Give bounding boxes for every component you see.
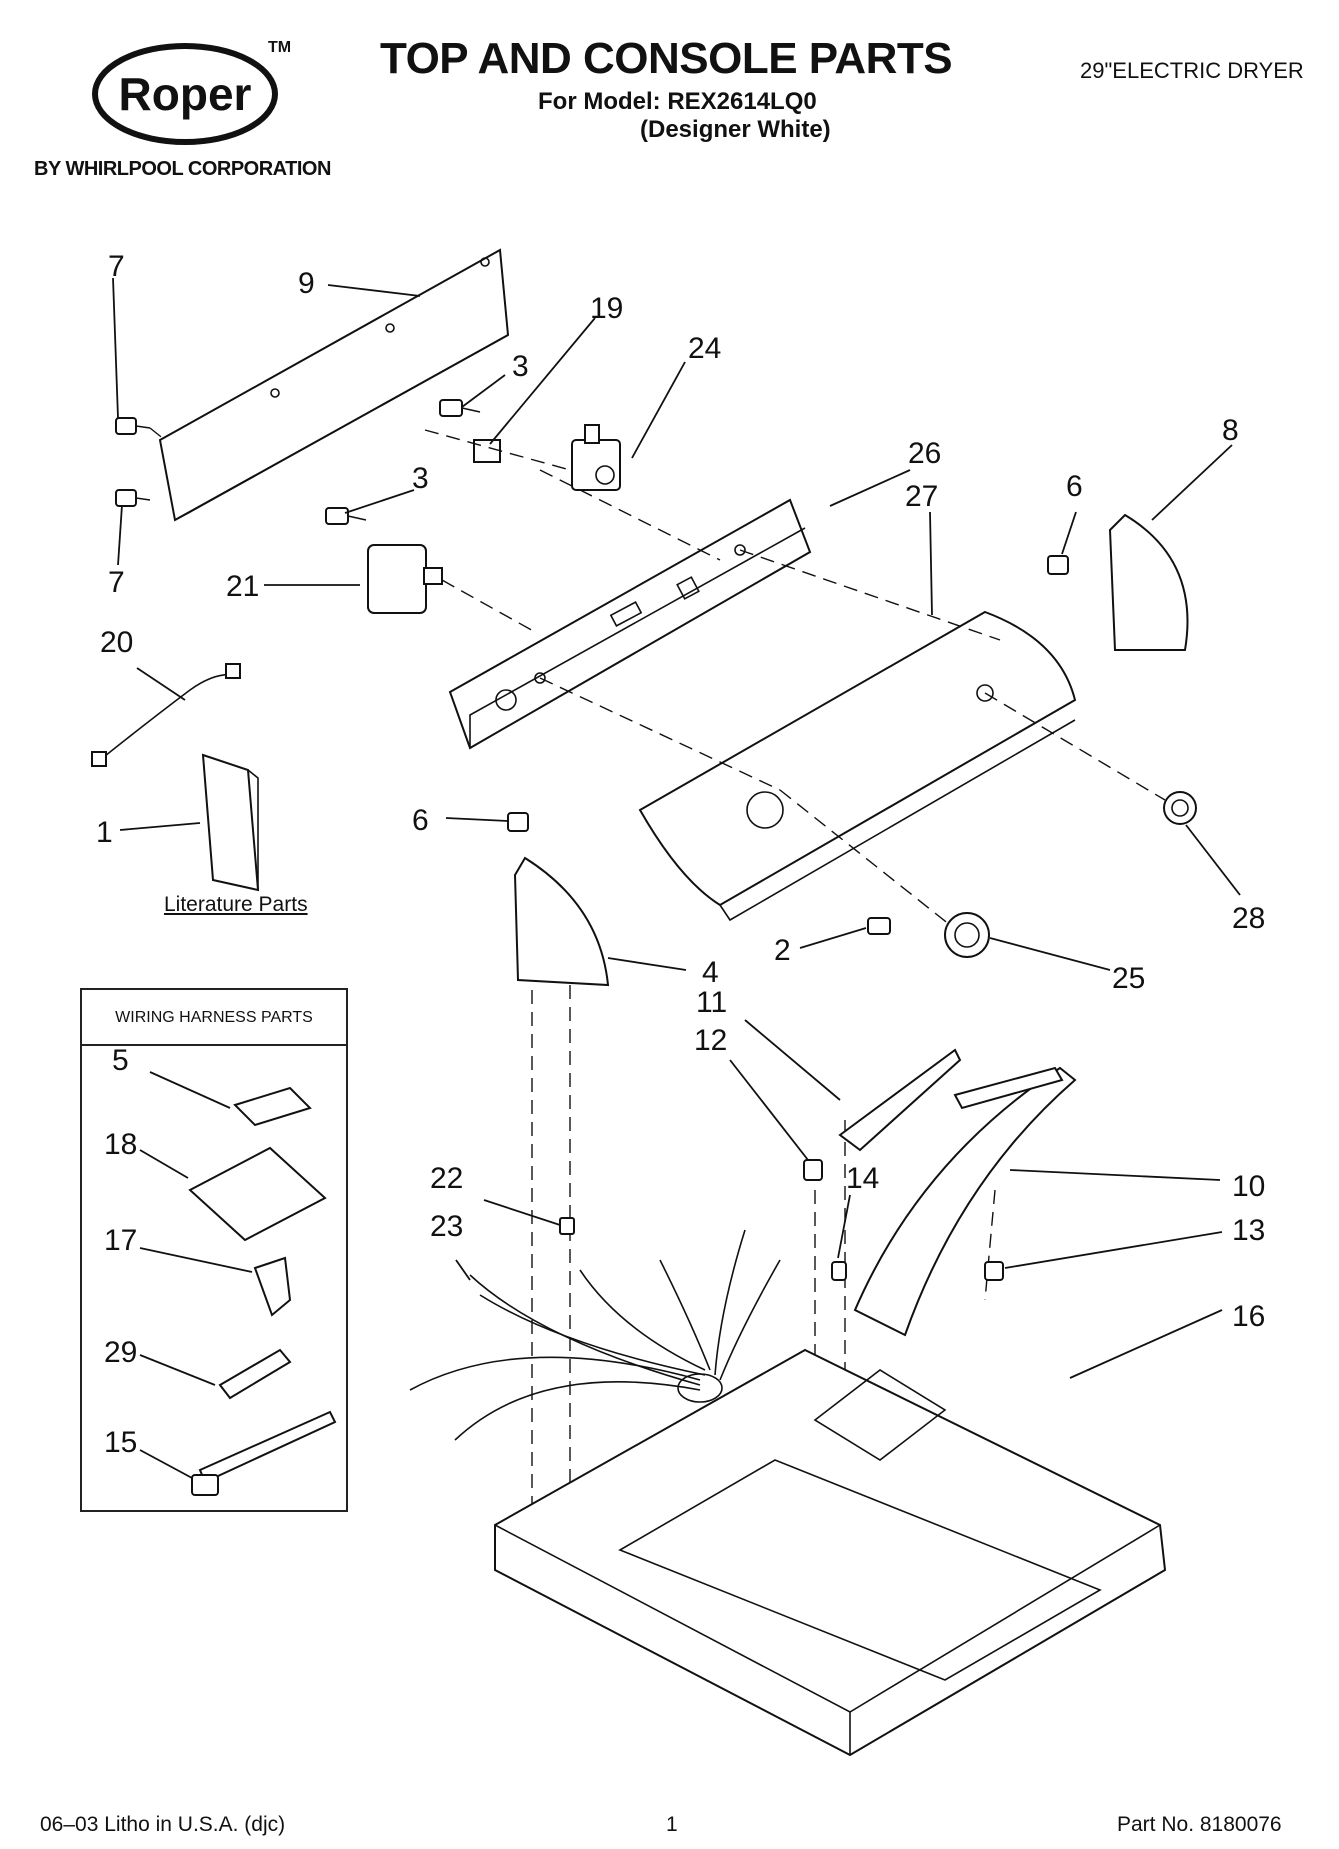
wiring-harness-title: WIRING HARNESS PARTS bbox=[82, 990, 346, 1046]
screw-3-upper bbox=[439, 399, 481, 417]
callout-20: 20 bbox=[100, 626, 133, 659]
part-1-literature bbox=[201, 753, 260, 892]
footer-part-number: Part No. 8180076 bbox=[1117, 1813, 1282, 1836]
callout-25: 25 bbox=[1112, 962, 1145, 995]
part-4-left-end-cap bbox=[513, 856, 610, 987]
callout-13: 13 bbox=[1232, 1214, 1265, 1247]
part-8-right-end-cap bbox=[1108, 513, 1189, 651]
trademark-mark: TM bbox=[268, 39, 291, 56]
callout-29: 29 bbox=[104, 1336, 137, 1369]
part-19-connector bbox=[473, 439, 501, 463]
callout-17: 17 bbox=[104, 1224, 137, 1257]
callout-2: 2 bbox=[774, 934, 791, 967]
part-9-rear-bracket bbox=[158, 248, 510, 522]
callout-3-lower: 3 bbox=[412, 462, 429, 495]
callout-22: 22 bbox=[430, 1162, 463, 1195]
callout-6-right: 6 bbox=[1066, 470, 1083, 503]
footer-litho: 06–03 Litho in U.S.A. (djc) bbox=[40, 1813, 286, 1836]
part-5-connector bbox=[149, 1071, 312, 1127]
part-22-clip bbox=[559, 1217, 575, 1235]
screw-7-lower bbox=[115, 489, 151, 507]
footer-page-number: 1 bbox=[666, 1813, 678, 1836]
callout-7-lower: 7 bbox=[108, 566, 125, 599]
callout-5: 5 bbox=[112, 1044, 129, 1077]
callout-19: 19 bbox=[590, 292, 623, 325]
page-title: TOP AND CONSOLE PARTS bbox=[380, 34, 953, 83]
callout-7-upper: 7 bbox=[108, 250, 125, 283]
callout-15: 15 bbox=[104, 1426, 137, 1459]
callout-8: 8 bbox=[1222, 414, 1239, 447]
part-18-terminal-block bbox=[139, 1146, 327, 1242]
callout-23: 23 bbox=[430, 1210, 463, 1243]
part-16-top-panel bbox=[494, 1348, 1167, 1757]
callout-3-upper: 3 bbox=[512, 350, 529, 383]
wiring-harness-parts-box: WIRING HARNESS PARTS bbox=[80, 988, 348, 1512]
part-23-wiring-harness bbox=[409, 1229, 781, 1441]
part-29-terminal bbox=[139, 1348, 292, 1400]
callout-14: 14 bbox=[846, 1162, 879, 1195]
part-17-clip bbox=[139, 1247, 292, 1317]
callout-4: 4 bbox=[702, 956, 719, 989]
screw-7-upper bbox=[115, 417, 151, 435]
callout-16: 16 bbox=[1232, 1300, 1265, 1333]
callout-12: 12 bbox=[694, 1024, 727, 1057]
roper-logo: Roper TM bbox=[92, 39, 291, 145]
callout-18: 18 bbox=[104, 1128, 137, 1161]
callout-6-left: 6 bbox=[412, 804, 429, 837]
part-28-knob bbox=[1163, 791, 1197, 825]
part-12-clip bbox=[803, 1159, 823, 1181]
screw-3-lower bbox=[325, 507, 367, 525]
part-24-switch bbox=[571, 424, 621, 491]
screw-6-left bbox=[507, 812, 529, 832]
part-25-knob bbox=[944, 912, 990, 958]
part-13-screw bbox=[984, 1261, 1004, 1281]
callout-11: 11 bbox=[696, 986, 727, 1019]
logo-text: Roper bbox=[119, 68, 252, 120]
callout-27: 27 bbox=[905, 480, 938, 513]
part-20-wire bbox=[91, 663, 241, 767]
callout-21: 21 bbox=[226, 570, 259, 603]
part-27-console-housing bbox=[638, 610, 1077, 922]
screw-6-right bbox=[1047, 555, 1069, 575]
part-14-screw bbox=[831, 1261, 847, 1281]
callout-28: 28 bbox=[1232, 902, 1265, 935]
callout-24: 24 bbox=[688, 332, 721, 365]
callout-9: 9 bbox=[298, 267, 315, 300]
model-color: (Designer White) bbox=[640, 116, 831, 143]
model-line: For Model: REX2614LQ0 bbox=[538, 88, 817, 115]
callout-26: 26 bbox=[908, 437, 941, 470]
product-type: 29"ELECTRIC DRYER bbox=[1080, 58, 1304, 83]
part-15-cable-tie bbox=[139, 1410, 337, 1496]
part-21-timer bbox=[367, 544, 443, 614]
screw-2 bbox=[867, 917, 891, 935]
part-26-control-panel bbox=[448, 498, 812, 750]
callout-1: 1 bbox=[96, 816, 113, 849]
brand-byline: BY WHIRLPOOL CORPORATION bbox=[34, 158, 331, 180]
callout-10: 10 bbox=[1232, 1170, 1265, 1203]
part-11-lint-screen bbox=[838, 1048, 962, 1152]
part-10-lint-grille bbox=[853, 1066, 1077, 1337]
literature-parts-label: Literature Parts bbox=[164, 893, 308, 916]
